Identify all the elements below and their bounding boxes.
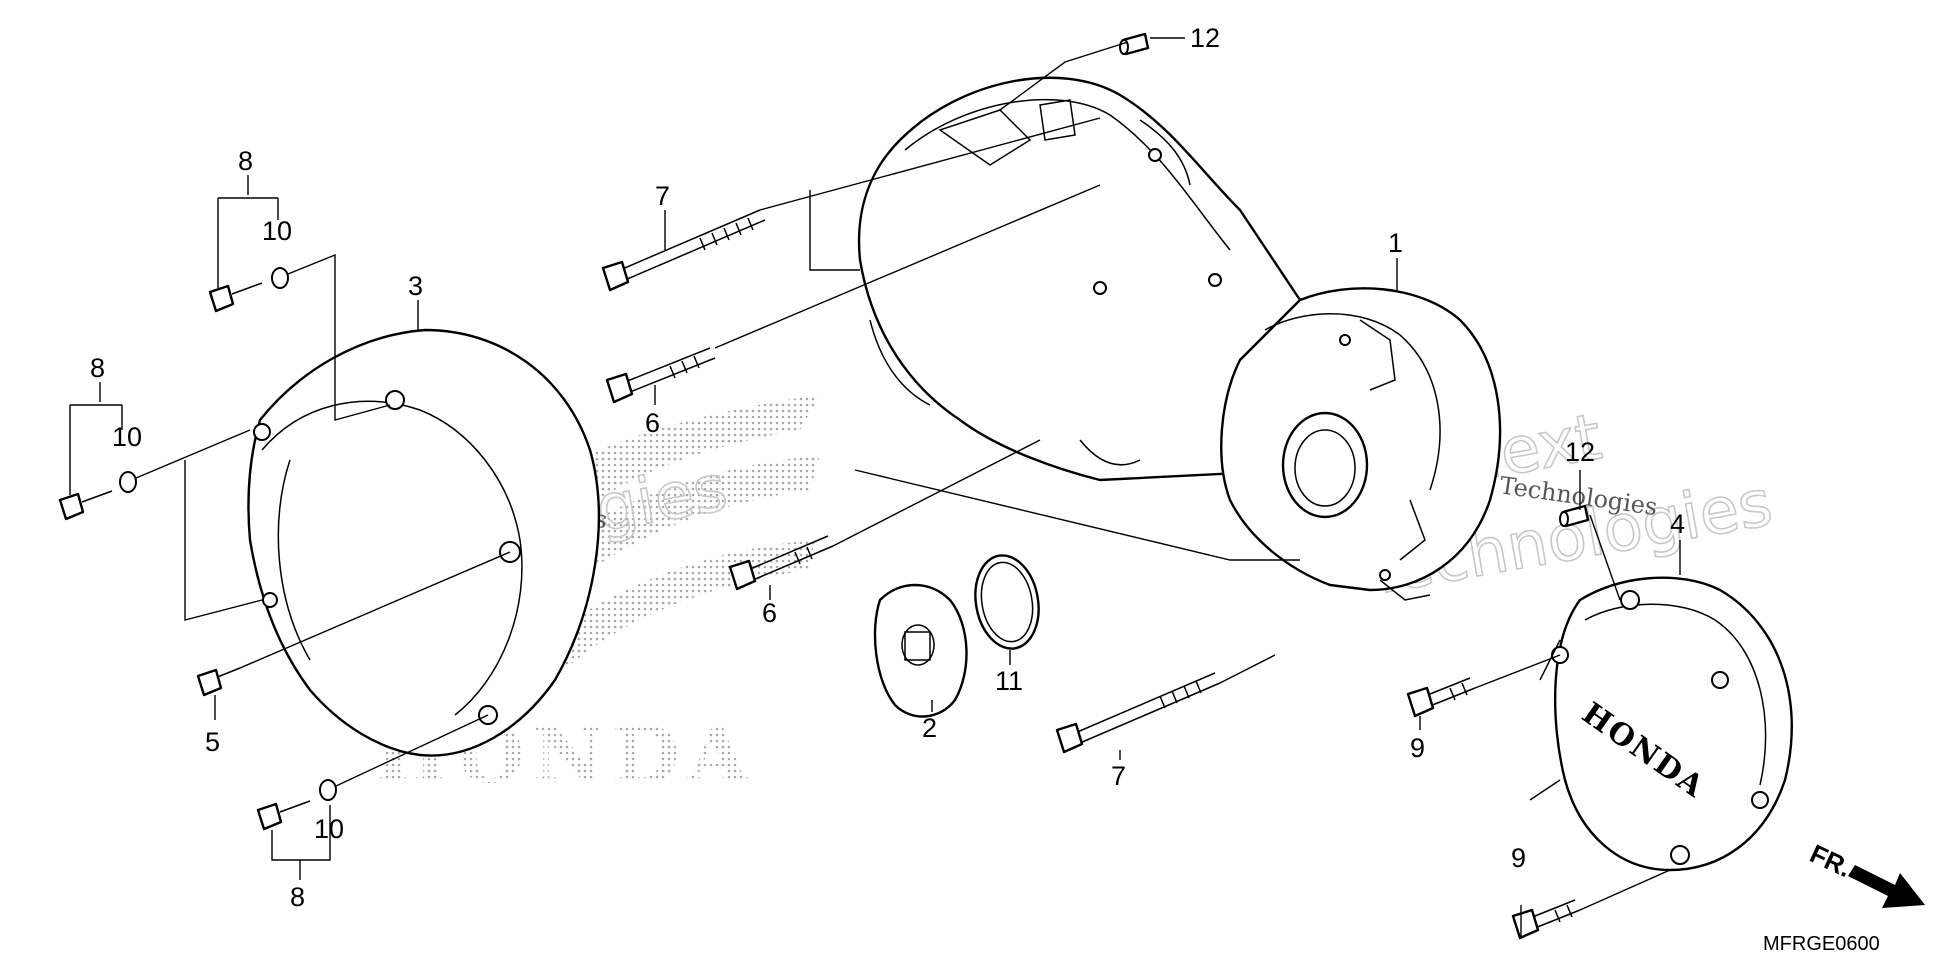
- callout-8-bottom: 8: [290, 882, 305, 912]
- screw-washer-set-top: [208, 267, 289, 313]
- bolt-5: [196, 667, 241, 697]
- bolt-9-bottom: [1511, 899, 1581, 940]
- left-crankcase-cover: [857, 76, 1326, 546]
- leader-lines: [135, 41, 1671, 911]
- dowel-pin-top: [1119, 32, 1150, 56]
- screw-washer-set-bottom: [256, 779, 337, 831]
- callout-1: 1: [1388, 228, 1403, 258]
- o-ring: [974, 554, 1040, 650]
- callout-4: 4: [1670, 509, 1685, 539]
- callout-12-top: 12: [1190, 23, 1220, 53]
- diagram-code: MFRGE0600: [1763, 933, 1880, 955]
- callout-8-top: 8: [238, 146, 253, 176]
- callout-6-bottom: 6: [762, 598, 777, 628]
- callout-3: 3: [408, 271, 423, 301]
- dowel-pin-right: [1559, 504, 1590, 528]
- clutch-cover: [1220, 287, 1502, 601]
- callout-12-right: 12: [1565, 437, 1595, 467]
- front-direction-arrow: FR.: [1805, 838, 1925, 908]
- screw-washer-set-middle: [58, 471, 137, 521]
- crank-hole-cap: [873, 583, 968, 718]
- callout-6-top: 6: [645, 408, 660, 438]
- callout-8-middle: 8: [90, 353, 105, 383]
- bolt-7-top: [601, 209, 766, 292]
- callout-7-top: 7: [655, 181, 670, 211]
- bolt-9-top: [1406, 677, 1476, 718]
- callout-7-bottom: 7: [1111, 761, 1126, 791]
- callout-2: 2: [922, 713, 937, 743]
- bolt-6-top: [605, 347, 716, 404]
- front-label: FR.: [1805, 838, 1856, 883]
- callout-10-top: 10: [262, 216, 292, 246]
- flywheel-cover: [247, 328, 601, 757]
- bolt-6-bottom: [728, 535, 834, 591]
- point-cover: HONDA: [1551, 576, 1793, 872]
- callout-10-middle: 10: [112, 422, 142, 452]
- callout-9-top: 9: [1410, 733, 1425, 763]
- callout-5: 5: [205, 727, 220, 757]
- callout-9-bottom: 9: [1511, 843, 1526, 873]
- callout-leaders: [69, 37, 1681, 938]
- callout-10-bottom: 10: [314, 814, 344, 844]
- bolt-7-bottom: [1055, 672, 1221, 754]
- callout-11: 11: [995, 666, 1023, 696]
